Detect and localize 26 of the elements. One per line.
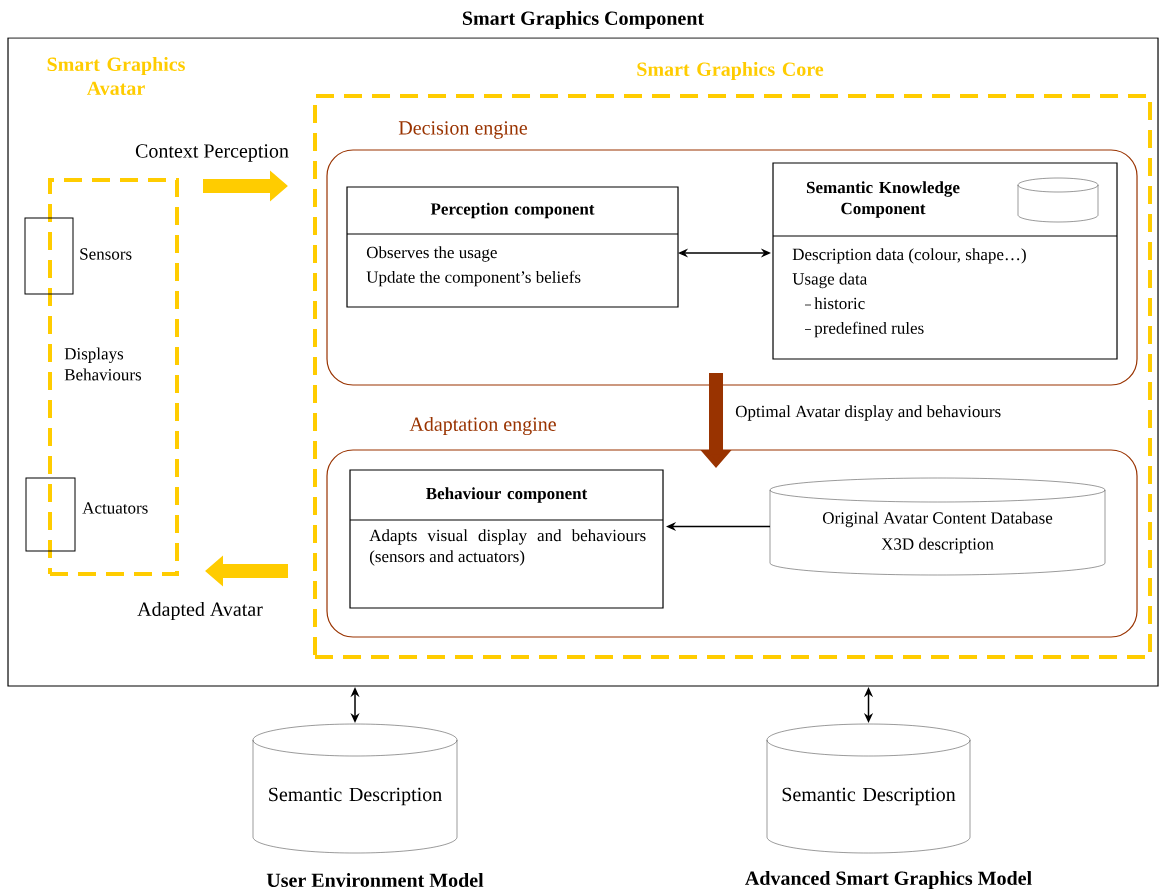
component-box: Behaviour component Adapts visual display and behaviours (sensors and actuators) <box>349 469 664 609</box>
sensor-box: Actuators <box>25 477 148 552</box>
node-label: Smart Graphics Component <box>462 10 705 30</box>
node-label: Adaptation engine <box>409 416 556 436</box>
edge-label: Context Perception <box>134 143 290 163</box>
node-label: Sensors <box>80 248 132 260</box>
sensor-box: Sensors <box>24 217 132 295</box>
node-label: Usage data <box>792 272 868 289</box>
node-label: historic <box>814 297 865 310</box>
edge-label: Optimal Avatar display and behaviours <box>734 404 1003 422</box>
node-label: Smart Graphics Core <box>637 61 824 81</box>
database-cylinder: Semantic Description Advanced Smart Graphics Model <box>745 723 1032 890</box>
label-text: Displays Behaviours <box>64 347 142 381</box>
node-label: Semantic Knowledge Component <box>806 181 960 218</box>
database-cylinder: Semantic Description User Environment Model <box>252 723 484 888</box>
node-label: Actuators <box>82 502 148 514</box>
component-box: Semantic Knowledge Component Description data (colour, shape…) Usage data historic predefined rules <box>772 162 1118 360</box>
edge-label: Adapted Avatar <box>136 600 264 622</box>
node-label: Decision engine <box>398 121 528 139</box>
node-label: Description data (colour, shape…) <box>792 248 1026 264</box>
component-box: Perception component Observes the usage Update the component’s beliefs <box>346 186 679 308</box>
node-label: predefined rules <box>814 321 924 338</box>
node-label: Smart Graphics Avatar <box>47 56 185 96</box>
database-cylinder: Original Avatar Content Database X3D description <box>769 477 1106 576</box>
node-label: User Environment Model <box>266 872 484 888</box>
node-label: Advanced Smart Graphics Model <box>745 870 1032 890</box>
